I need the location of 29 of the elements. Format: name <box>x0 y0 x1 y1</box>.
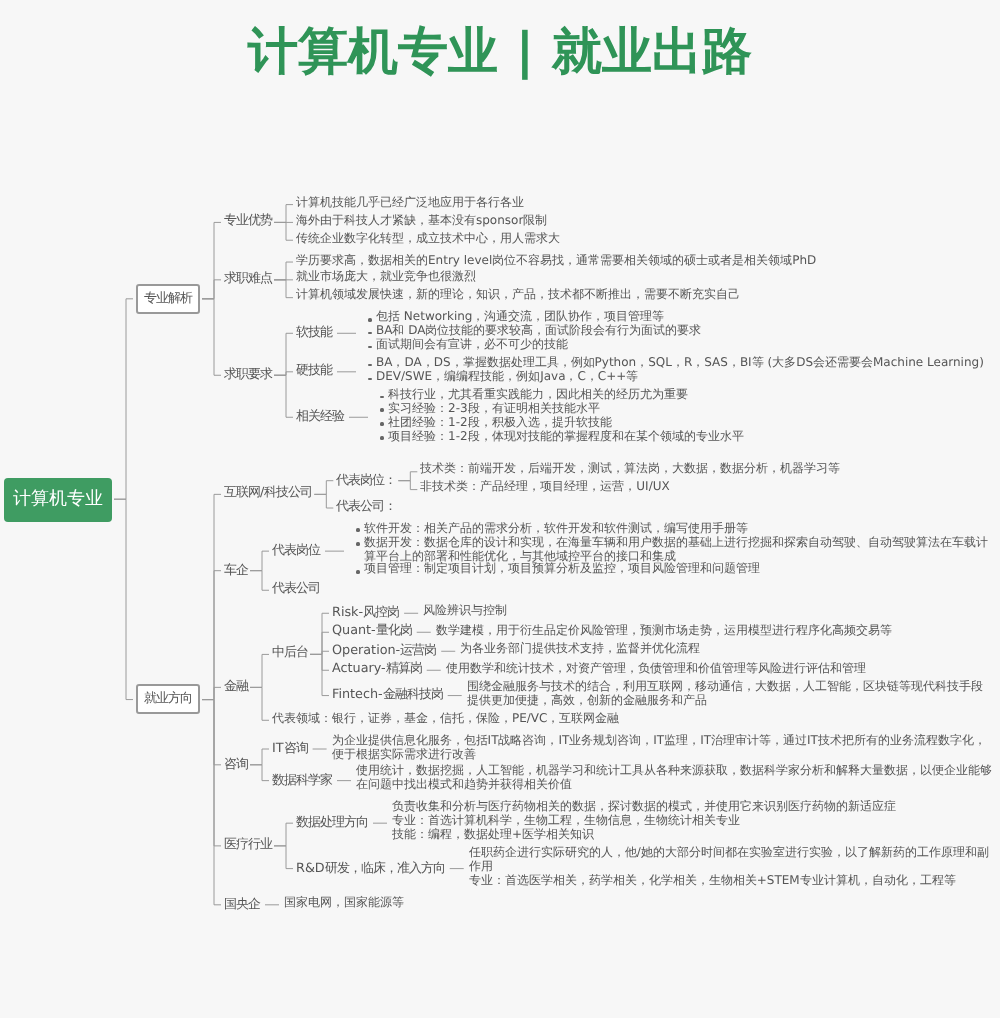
connector-line <box>403 612 419 614</box>
connector-line <box>372 822 388 824</box>
connector-line <box>313 493 334 509</box>
connector-line <box>273 845 294 870</box>
connector-line <box>249 764 270 782</box>
connector-line <box>440 650 456 652</box>
connector-line <box>249 570 270 591</box>
connector-line <box>449 868 465 870</box>
connector-line <box>416 631 432 633</box>
connector-line <box>201 699 222 906</box>
connector-line <box>447 695 463 697</box>
connector-line <box>426 669 442 671</box>
connector-line <box>312 748 328 750</box>
connector-line <box>249 686 270 721</box>
connector-line <box>273 279 294 299</box>
connector-line <box>264 904 280 906</box>
connector-line <box>273 374 294 418</box>
connector-line <box>309 653 330 697</box>
connector-line <box>273 221 294 241</box>
connector-line <box>336 780 352 782</box>
connector-line <box>336 332 357 334</box>
connector-line <box>336 371 357 373</box>
connector-line <box>324 550 345 552</box>
title: 计算机专业 | 就业出路 <box>245 20 754 84</box>
connector-line <box>201 298 222 376</box>
connector-line <box>113 498 134 701</box>
connector-line <box>397 480 418 491</box>
root-box: 计算机专业 <box>4 477 112 522</box>
connector-line <box>348 416 369 418</box>
